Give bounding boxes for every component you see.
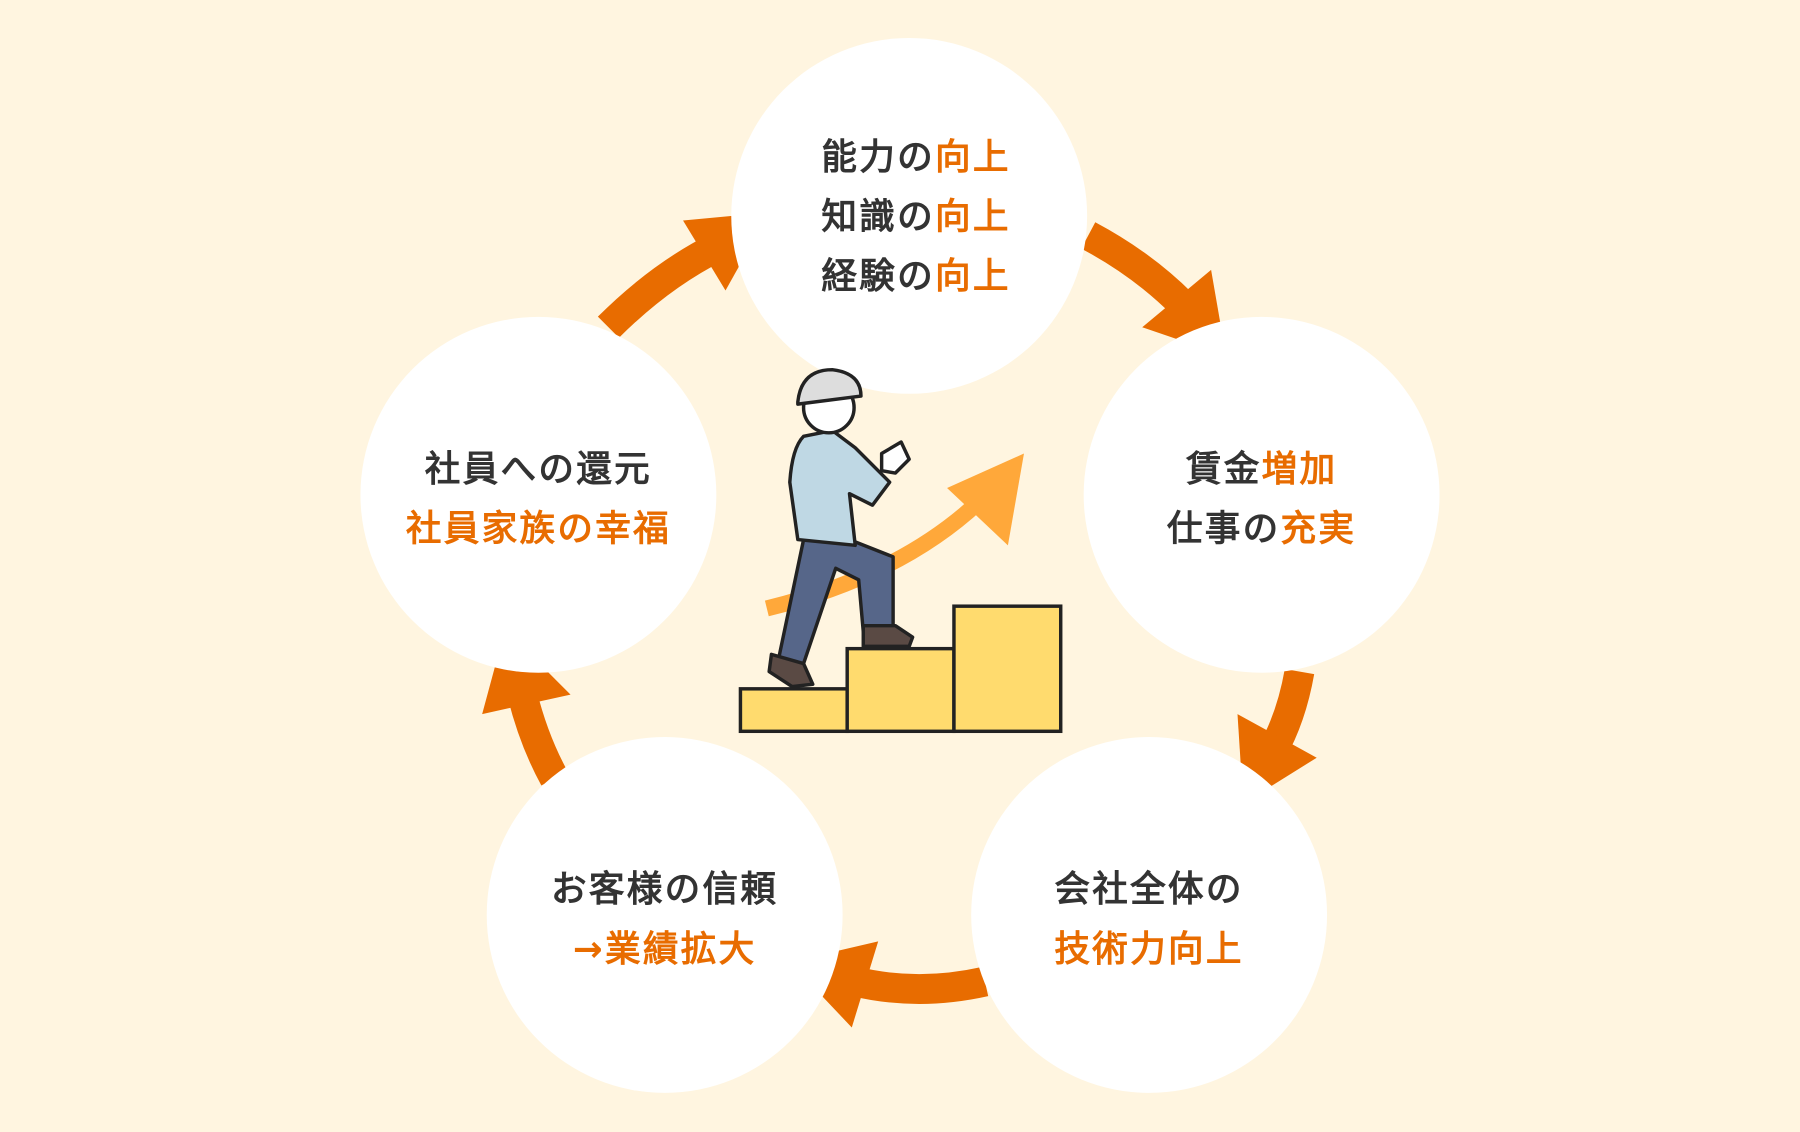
label-top-line-2: 知識の向上 xyxy=(821,197,1010,238)
label-segment: 向上 xyxy=(935,256,1011,297)
label-segment: →業績拡大 xyxy=(573,929,757,970)
label-segment: 増加 xyxy=(1262,449,1338,490)
stairs-icon xyxy=(738,604,1063,734)
label-top-line-1: 能力の向上 xyxy=(821,137,1010,178)
label-segment: 技術力向上 xyxy=(1054,929,1243,970)
label-left-line-2: 社員家族の幸福 xyxy=(406,509,671,550)
worker-icon xyxy=(767,367,915,689)
label-segment: 社員への還元 xyxy=(425,449,652,490)
growth-arrowhead-icon xyxy=(947,453,1024,546)
circle-top xyxy=(731,37,1088,394)
label-bottom-left-line-1: お客様の信頼 xyxy=(551,869,778,910)
label-top-line-3: 経験の向上 xyxy=(821,256,1010,297)
label-segment: 賃金 xyxy=(1185,449,1262,490)
label-segment: 知識の xyxy=(821,197,935,238)
label-bottom-right-line-1: 会社全体の xyxy=(1054,869,1243,910)
circle-left xyxy=(360,316,717,673)
circles xyxy=(360,37,1440,1093)
label-right-line-2: 仕事の充実 xyxy=(1167,509,1356,550)
circle-bottom-right xyxy=(971,737,1328,1093)
label-segment: 社員家族の幸福 xyxy=(406,509,671,550)
circle-right xyxy=(1083,316,1440,673)
circle-bottom-left xyxy=(486,737,843,1093)
label-right-line-1: 賃金増加 xyxy=(1185,449,1338,490)
label-segment: 充実 xyxy=(1281,509,1357,550)
label-segment: お客様の信頼 xyxy=(551,869,778,910)
label-segment: 向上 xyxy=(935,197,1011,238)
arrow-bottomright-to-bottomleft xyxy=(851,966,989,1004)
label-bottom-right-line-2: 技術力向上 xyxy=(1054,929,1243,970)
circle-labels: 能力の向上知識の向上経験の向上賃金増加仕事の充実会社全体の技術力向上お客様の信頼… xyxy=(406,137,1356,970)
label-bottom-left-line-2: →業績拡大 xyxy=(573,929,757,970)
label-segment: 仕事の xyxy=(1167,509,1281,550)
label-segment: 能力の xyxy=(821,137,935,178)
label-segment: 向上 xyxy=(935,137,1011,178)
arrow-top-to-right xyxy=(1081,222,1193,315)
climbing-worker-illustration xyxy=(738,367,1063,734)
label-segment: 経験の xyxy=(821,256,935,297)
label-left-line-1: 社員への還元 xyxy=(425,449,652,490)
label-segment: 会社全体の xyxy=(1054,869,1243,910)
